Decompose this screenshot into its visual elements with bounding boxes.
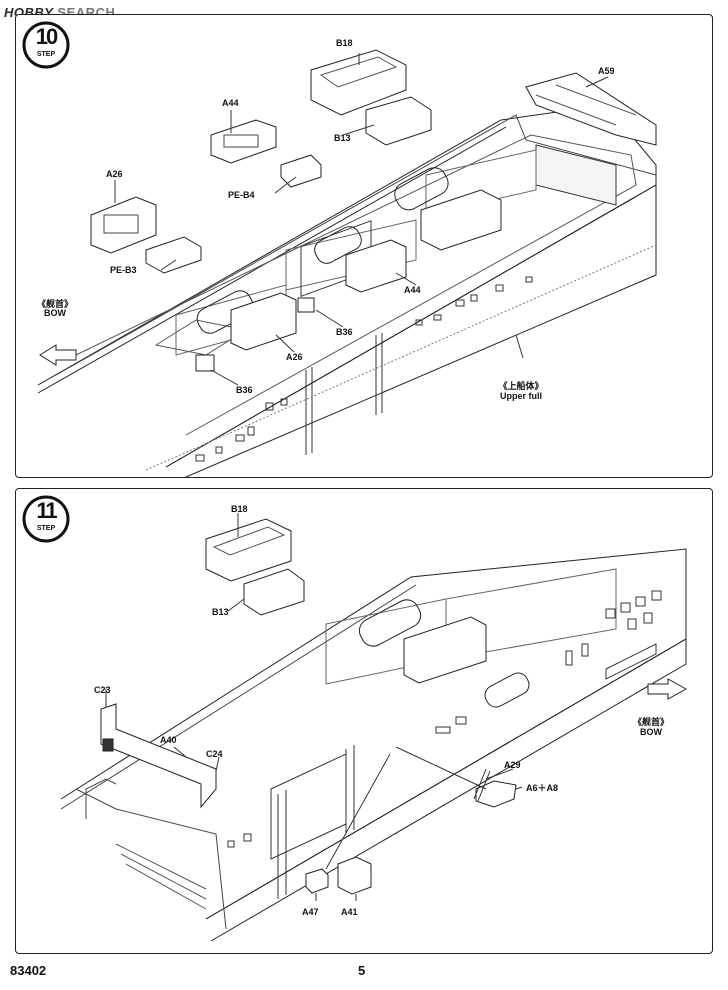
label-a44-top: A44 (222, 98, 239, 108)
label-a26-mid: A26 (286, 352, 303, 362)
page-number: 5 (358, 963, 366, 978)
label-bow-en: BOW (640, 727, 662, 737)
label-c24: C24 (206, 749, 223, 759)
label-a6-a8: A6＋A8 (526, 783, 559, 793)
label-bow-cn: 《舰首》 (36, 299, 73, 309)
label-hull-en: Upper full (500, 391, 542, 401)
label-bow-en: BOW (44, 308, 66, 318)
label-hull-cn: 《上船体》 (498, 381, 544, 391)
label-b18: B18 (336, 38, 353, 48)
label-a59: A59 (598, 66, 615, 76)
label-pe-b3: PE-B3 (110, 265, 137, 275)
label-a29: A29 (504, 760, 521, 770)
label-b18: B18 (231, 504, 248, 514)
label-a40: A40 (160, 735, 177, 745)
step-11-number: 11 (36, 498, 57, 523)
step-10-number: 10 (35, 24, 58, 49)
label-b13: B13 (334, 133, 351, 143)
step-10-badge: 10 STEP (22, 21, 70, 69)
step-11-panel: 11 STEP B18 B13 C23 A40 C24 A29 A6＋A8 A4… (15, 488, 713, 954)
step-10-word: STEP (36, 51, 56, 58)
label-b36-left: B36 (236, 385, 253, 395)
step-11-badge: 11 STEP (22, 495, 70, 543)
step-11-word: STEP (36, 525, 56, 532)
product-code: 83402 (10, 963, 47, 978)
step-11-drawing (60, 513, 688, 942)
label-pe-b4: PE-B4 (228, 190, 255, 200)
step-10-panel: 10 STEP B18 B13 A44 PE-B4 A26 PE-B3 A59 … (15, 14, 713, 478)
label-b36-right: B36 (336, 327, 353, 337)
label-a44-mid: A44 (404, 285, 421, 295)
label-a26-top: A26 (106, 169, 123, 179)
label-b13: B13 (212, 607, 229, 617)
step-10-drawing (37, 49, 657, 477)
label-c23: C23 (94, 685, 111, 695)
label-bow-cn: 《舰首》 (632, 717, 669, 727)
label-a41: A41 (341, 907, 358, 917)
label-a47: A47 (302, 907, 319, 917)
